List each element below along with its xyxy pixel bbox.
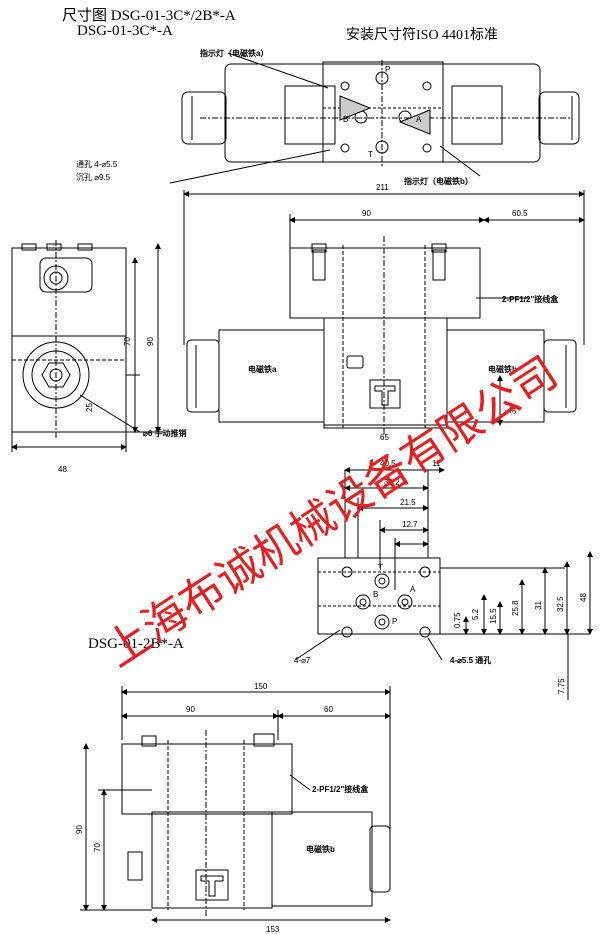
dim-90-front: 90 bbox=[362, 209, 371, 218]
counterbore-label: 沉孔 ⌀9.5 bbox=[76, 173, 111, 182]
through-holes-label: 通孔 4-⌀5.5 bbox=[76, 159, 118, 169]
top-bolt-hole bbox=[340, 81, 350, 91]
bottom-valve-body bbox=[151, 811, 273, 909]
front-terminal-box bbox=[289, 247, 481, 319]
terminal-box-label-bottom: 2-PF1/2"接线盒 bbox=[312, 784, 369, 794]
holes-7-label: 4-⌀7 bbox=[294, 656, 311, 665]
dim-11: 11 bbox=[432, 459, 441, 468]
drawing-title: 尺寸图 DSG-01-3C*/2B*-A bbox=[62, 8, 236, 24]
dim-60-5: 60.5 bbox=[512, 209, 528, 218]
dim-40-5: 40.5 bbox=[380, 459, 396, 468]
front-valve-body bbox=[323, 317, 448, 429]
bottom-terminal-box bbox=[121, 743, 293, 815]
dim-0-75: 0.75 bbox=[453, 612, 462, 628]
dim-90-side: 90 bbox=[146, 337, 155, 346]
dim-25-side: 25 bbox=[85, 403, 94, 412]
mount-bolt-hole bbox=[341, 626, 353, 638]
dim-31: 31 bbox=[534, 601, 543, 610]
model-label-2b: DSG-01-2B*-A bbox=[88, 636, 184, 652]
dim-90-vertical: 90 bbox=[75, 825, 84, 834]
manual-pin-label: ⌀6 手动推销 bbox=[143, 428, 187, 438]
side-view bbox=[11, 240, 165, 452]
dim-12-7: 12.7 bbox=[402, 520, 418, 529]
top-valve-face bbox=[322, 61, 444, 163]
top-port-p: P bbox=[385, 65, 390, 74]
dim-211: 211 bbox=[376, 183, 389, 192]
model-label-3c: DSG-01-3C*-A bbox=[77, 23, 173, 39]
bottom-solenoid-b bbox=[271, 811, 373, 907]
terminal-box-label: 2-PF1/2"接线盒 bbox=[502, 294, 559, 304]
top-port-a: A bbox=[416, 115, 422, 124]
indicator-b-label: 指示灯（电磁铁b） bbox=[404, 176, 473, 186]
dim-70-vertical: 70 bbox=[93, 843, 102, 852]
holes-5-5-label: 4-⌀5.5 通孔 bbox=[450, 655, 491, 665]
mount-port-p: P bbox=[392, 617, 397, 626]
mount-port-b: B bbox=[373, 590, 378, 599]
dim-21-5: 21.5 bbox=[400, 498, 416, 507]
top-bolt-hole bbox=[340, 143, 350, 153]
dim-60-bottom: 60 bbox=[324, 705, 333, 714]
top-port-t: T bbox=[368, 150, 373, 159]
front-solenoid-a bbox=[218, 329, 325, 423]
dim-65: 65 bbox=[380, 433, 389, 442]
mount-bolt-hole bbox=[419, 566, 431, 578]
indicator-a-label: 指示灯（电磁铁a） bbox=[200, 48, 268, 58]
top-port-b: B bbox=[343, 115, 348, 124]
mount-bolt-hole bbox=[341, 566, 353, 578]
dim-15-5: 15.5 bbox=[489, 608, 498, 624]
side-lower-block bbox=[11, 335, 127, 433]
mount-bolt-hole bbox=[419, 626, 431, 638]
iso-standard-note: 安装尺寸符ISO 4401标准 bbox=[346, 28, 499, 43]
bottom-view bbox=[80, 686, 391, 923]
dim-48-mount: 48 bbox=[579, 593, 588, 602]
front-view bbox=[183, 190, 585, 436]
dim-30-2: 30.2 bbox=[384, 478, 400, 487]
company-watermark: 上海布诚机械设备有限公司 bbox=[96, 347, 567, 677]
dim-5-2: 5.2 bbox=[471, 608, 480, 620]
dim-90-bottom: 90 bbox=[186, 705, 195, 714]
top-bolt-hole bbox=[422, 81, 432, 91]
mount-port-t: T bbox=[378, 563, 383, 572]
solenoid-b-label: 电磁铁b bbox=[488, 364, 517, 374]
dim-25-8: 25.8 bbox=[511, 600, 520, 616]
solenoid-b-label-bottom: 电磁铁b bbox=[306, 844, 335, 854]
dim-38: 38 bbox=[509, 405, 518, 414]
bottom-logo-plate bbox=[195, 869, 229, 901]
top-bolt-hole bbox=[422, 143, 432, 153]
dim-70-side: 70 bbox=[123, 337, 132, 346]
dim-150: 150 bbox=[254, 682, 268, 691]
top-port-p-circle bbox=[375, 71, 389, 85]
dim-48-side: 48 bbox=[58, 465, 67, 474]
solenoid-a-label: 电磁铁a bbox=[248, 364, 277, 374]
dim-153: 153 bbox=[266, 925, 280, 934]
front-logo-plate bbox=[369, 379, 401, 409]
mount-view bbox=[294, 467, 593, 700]
top-view bbox=[169, 52, 580, 184]
mount-port-a: A bbox=[410, 585, 416, 594]
dim-32-5: 32.5 bbox=[556, 596, 565, 612]
dim-7-75: 7.75 bbox=[557, 678, 566, 694]
